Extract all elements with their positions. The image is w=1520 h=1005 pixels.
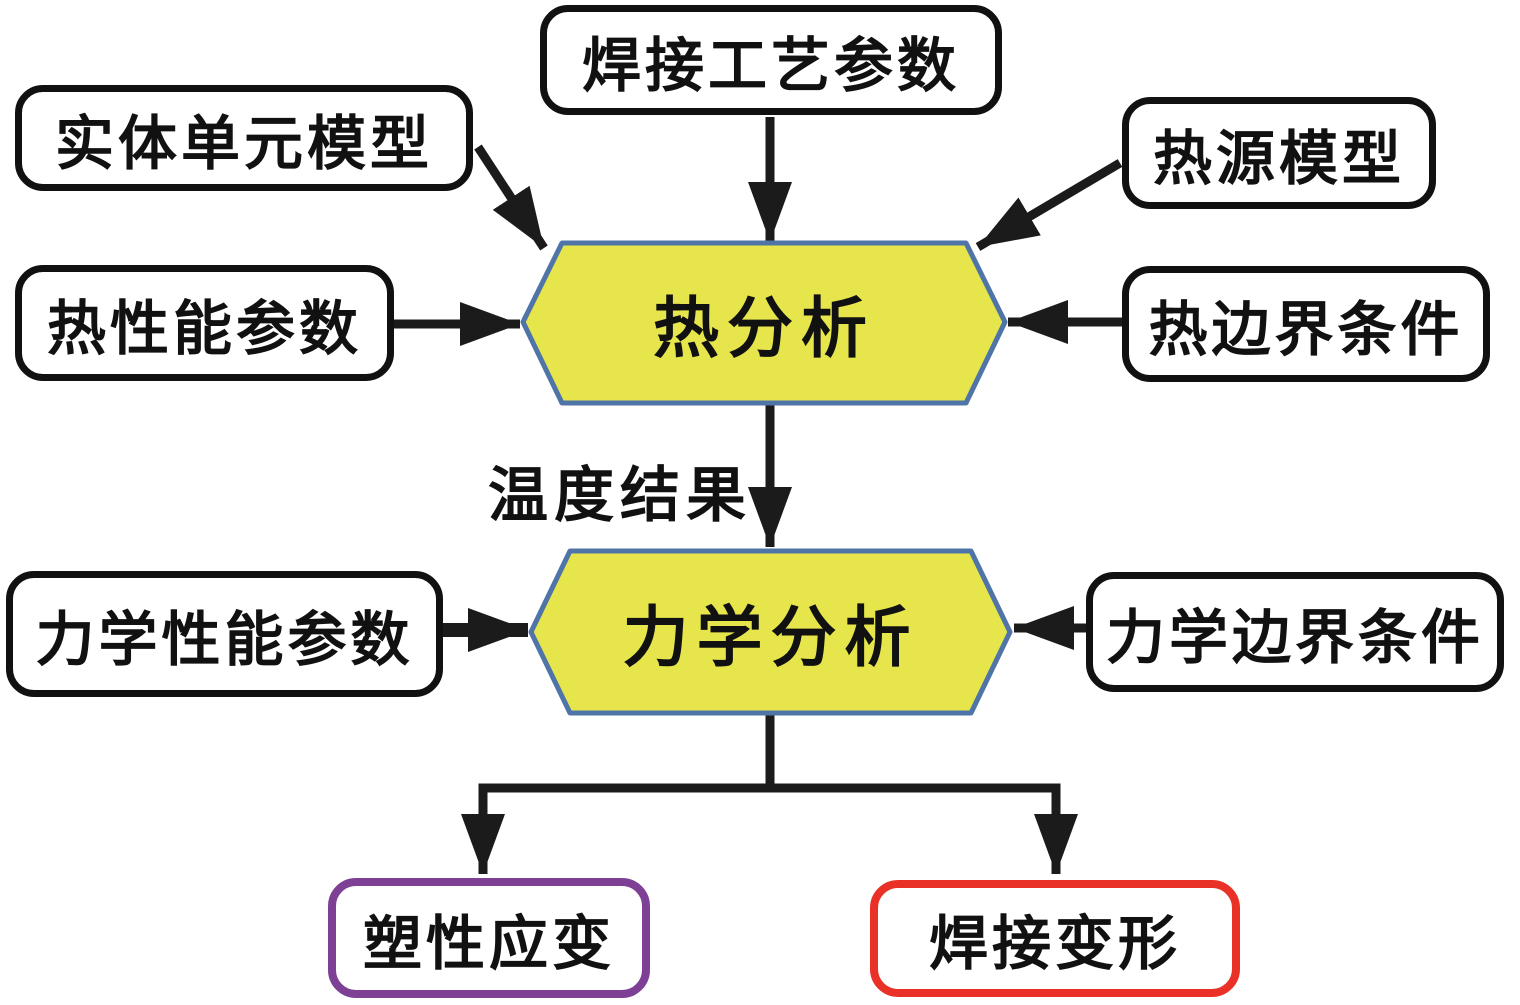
- hexagon-shape: [520, 240, 1008, 406]
- node-label: 力学边界条件: [1105, 604, 1484, 671]
- node-thermal-boundary-conditions: 热边界条件: [1122, 266, 1490, 382]
- node-label: 塑性应变: [362, 910, 615, 977]
- node-label: 焊接工艺参数: [581, 32, 960, 99]
- node-label: 力学分析: [622, 602, 919, 675]
- node-heat-source-model: 热源模型: [1122, 97, 1436, 209]
- hexagon-polygon: [528, 548, 1013, 716]
- node-welding-process-params: 焊接工艺参数: [540, 5, 1002, 115]
- edge-mechanical-to-plastic-strain: [461, 783, 770, 874]
- edge-label-temperature-results: 温度结果: [488, 463, 752, 529]
- edge-heat-source-to-thermal: [975, 159, 1123, 251]
- node-welding-deformation: 焊接变形: [870, 880, 1240, 997]
- node-plastic-strain: 塑性应变: [328, 878, 650, 998]
- node-thermal-analysis: 热分析: [520, 239, 1008, 407]
- node-mechanical-boundary-conditions: 力学边界条件: [1086, 572, 1504, 692]
- node-label: 力学性能参数: [35, 606, 414, 673]
- hexagon-shape: [528, 548, 1013, 716]
- node-label: 热分析: [653, 293, 875, 366]
- edge-mechanical-to-welding-deformation: [770, 783, 1078, 874]
- node-label: 实体单元模型: [54, 110, 433, 177]
- hexagon-polygon: [520, 240, 1008, 406]
- node-label: 热源模型: [1152, 125, 1405, 192]
- node-mechanical-analysis: 力学分析: [528, 547, 1013, 717]
- node-solid-element-model: 实体单元模型: [15, 85, 473, 191]
- node-label: 热性能参数: [46, 295, 362, 362]
- node-mechanical-property-params: 力学性能参数: [6, 571, 443, 697]
- node-label: 热边界条件: [1148, 296, 1464, 363]
- edge-solid-element-to-thermal: [474, 144, 548, 251]
- node-label: 焊接变形: [928, 911, 1181, 977]
- node-thermal-property-params: 热性能参数: [15, 265, 394, 381]
